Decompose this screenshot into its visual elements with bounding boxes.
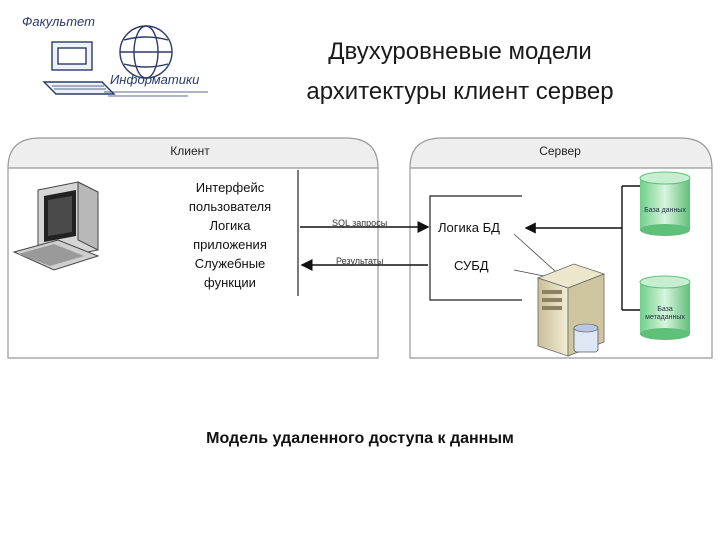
db-meta-label-line: База <box>657 306 673 313</box>
server-tower-icon <box>536 263 606 357</box>
sql-request-label: SQL запросы <box>332 218 388 228</box>
client-panel <box>7 137 379 359</box>
client-function-line: Интерфейс <box>195 180 265 195</box>
db-connector <box>524 185 640 311</box>
globe-logo-icon <box>42 25 208 97</box>
client-function-line: пользователя <box>188 199 272 214</box>
database-metadata-icon <box>639 275 691 340</box>
client-function-line: функции <box>204 275 256 290</box>
results-label: Результаты <box>336 256 384 266</box>
client-panel-title: Клиент <box>170 144 210 158</box>
client-function-line: Служебные <box>194 256 266 271</box>
database-data-icon <box>639 171 691 236</box>
server-panel-title: Сервер <box>539 144 581 158</box>
logo-text-faculty: Факультет <box>22 14 95 29</box>
db-meta-label-line: метаданных <box>645 314 685 321</box>
diagram-shapes <box>7 137 713 359</box>
dbms-label: СУБД <box>454 258 489 273</box>
logo-text-informatics: Информатики <box>110 72 200 87</box>
diagram-caption: Модель удаленного доступа к данным <box>206 430 514 447</box>
client-functions-list: Интерфейс пользователя Логика приложения… <box>160 178 300 292</box>
faculty-logo: Факультет Информатики <box>18 12 218 112</box>
slide-title-line-2: архитектуры клиент сервер <box>306 78 614 105</box>
server-panel <box>409 137 713 359</box>
db-logic-label: Логика БД <box>438 220 500 235</box>
db-data-label: База данных <box>644 207 686 214</box>
slide-title-line-1: Двухуровневые модели <box>328 38 592 65</box>
db-meta-label: База метаданных <box>640 306 690 322</box>
client-computer-icon <box>12 181 100 271</box>
server-logic-box <box>429 195 522 301</box>
client-function-line: приложения <box>193 237 267 252</box>
architecture-diagram: Клиент Сервер Интерфейс пользователя Лог… <box>0 130 720 370</box>
slide-title: Двухуровневые модели архитектуры клиент … <box>240 32 680 112</box>
client-function-line: Логика <box>209 218 251 233</box>
